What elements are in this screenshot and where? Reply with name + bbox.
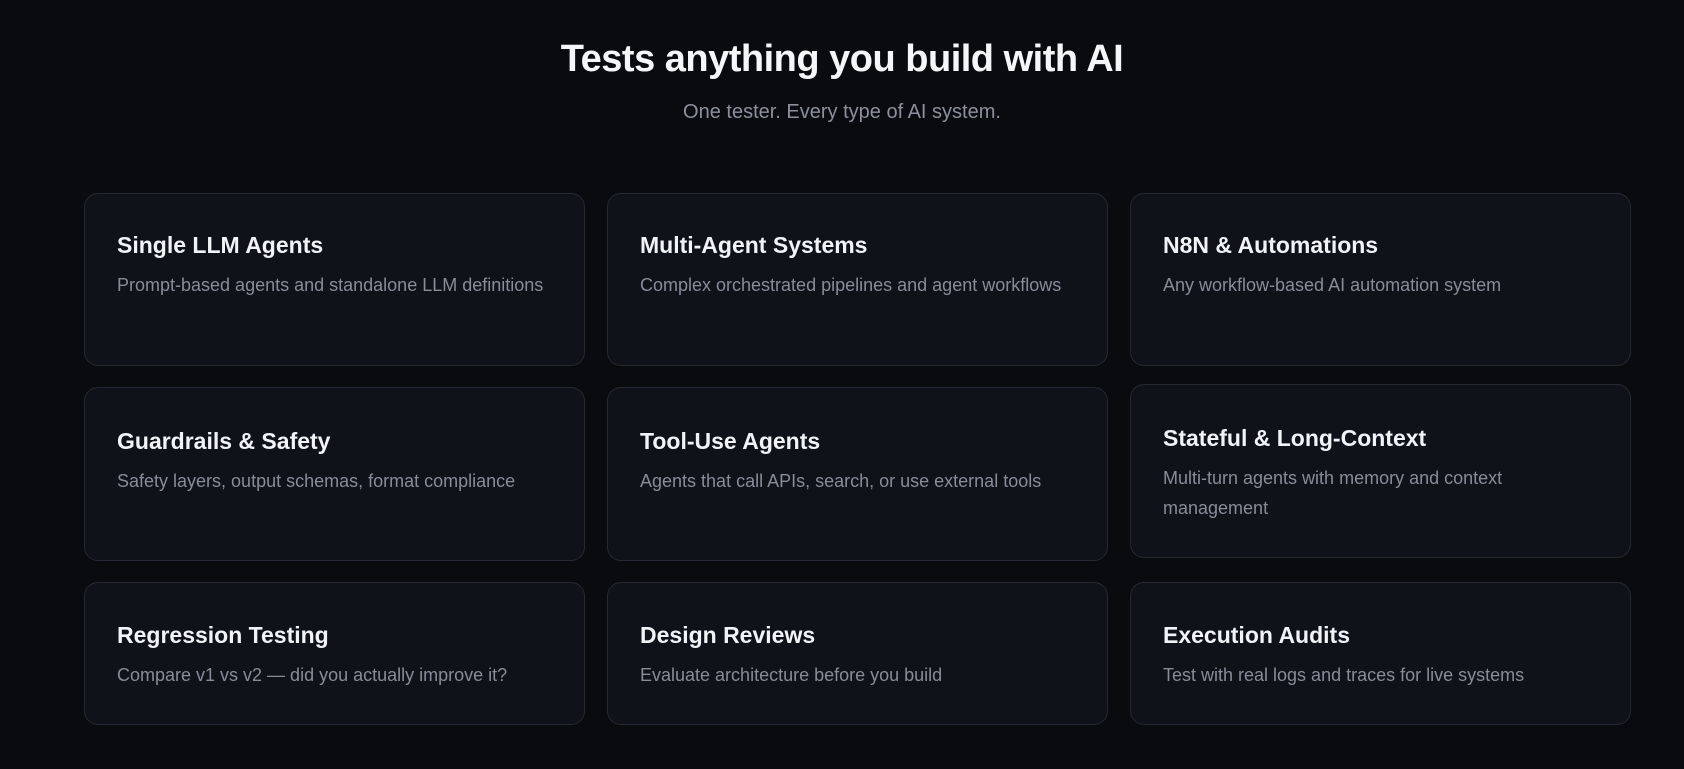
- card-regression-testing: Regression Testing Compare v1 vs v2 — di…: [84, 582, 585, 725]
- card-description: Agents that call APIs, search, or use ex…: [640, 471, 1042, 491]
- card-execution-audits: Execution Audits Test with real logs and…: [1130, 582, 1631, 725]
- card-title: Execution Audits: [1163, 622, 1350, 648]
- card-stateful-long-context: Stateful & Long-Context Multi-turn agent…: [1130, 384, 1631, 558]
- card-description: Prompt-based agents and standalone LLM d…: [117, 275, 544, 295]
- card-description: Any workflow-based AI automation system: [1163, 275, 1502, 295]
- card-description: Test with real logs and traces for live …: [1163, 665, 1525, 685]
- card-guardrails-safety: Guardrails & Safety Safety layers, outpu…: [84, 387, 585, 561]
- card-title: Regression Testing: [117, 622, 329, 648]
- card-title: Single LLM Agents: [117, 232, 324, 258]
- card-title: N8N & Automations: [1163, 232, 1379, 258]
- card-title: Multi-Agent Systems: [640, 232, 868, 258]
- section-title: Tests anything you build with AI: [560, 38, 1124, 80]
- card-design-reviews: Design Reviews Evaluate architecture bef…: [607, 582, 1108, 725]
- card-description: Evaluate architecture before you build: [640, 665, 943, 685]
- card-title: Design Reviews: [640, 622, 816, 648]
- card-n8n-automations: N8N & Automations Any workflow-based AI …: [1130, 193, 1631, 366]
- card-multi-agent-systems: Multi-Agent Systems Complex orchestrated…: [607, 193, 1108, 366]
- card-title: Stateful & Long-Context: [1163, 425, 1427, 451]
- card-description: Safety layers, output schemas, format co…: [117, 471, 516, 491]
- card-description: Complex orchestrated pipelines and agent…: [640, 275, 1062, 295]
- section-subtitle: One tester. Every type of AI system.: [683, 101, 1001, 123]
- card-single-llm-agents: Single LLM Agents Prompt-based agents an…: [84, 193, 585, 366]
- card-title: Guardrails & Safety: [117, 428, 331, 454]
- card-description: Compare v1 vs v2 — did you actually impr…: [117, 665, 508, 685]
- card-description: Multi-turn agents with memory and contex…: [1163, 468, 1503, 518]
- card-title: Tool-Use Agents: [640, 428, 821, 454]
- card-tool-use-agents: Tool-Use Agents Agents that call APIs, s…: [607, 387, 1108, 561]
